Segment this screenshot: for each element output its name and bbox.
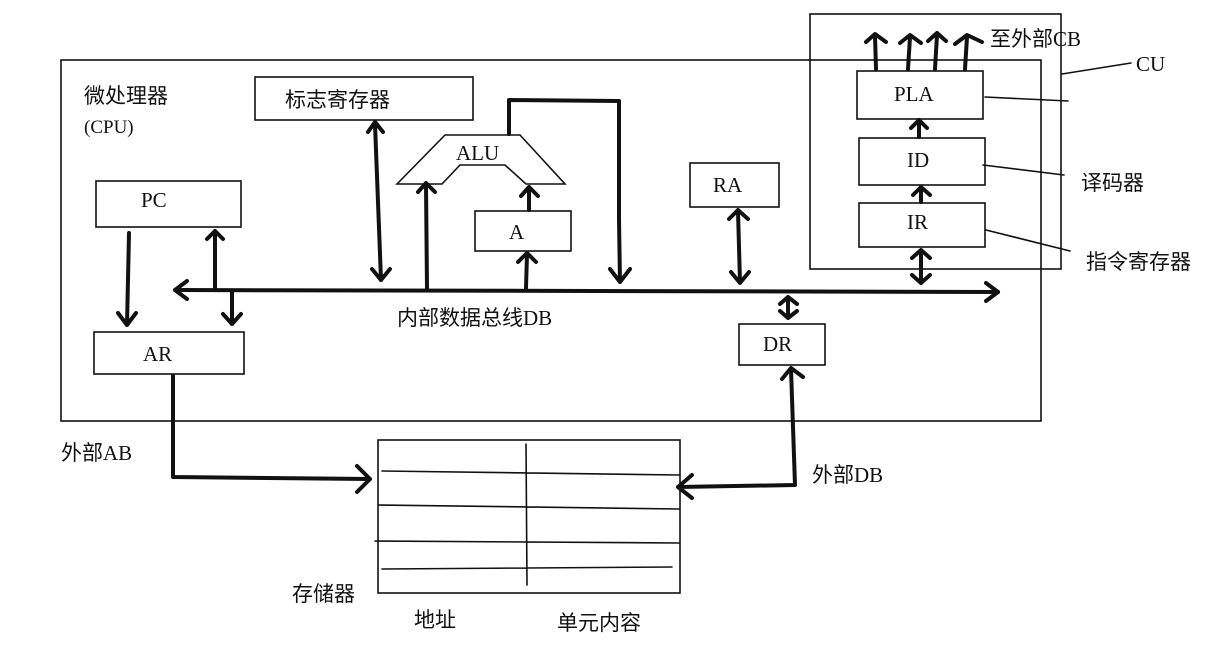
- internal-bus-arrowhead-right: [984, 281, 1000, 303]
- dr-box: [738, 323, 826, 366]
- memory-address-label: 地址: [414, 608, 456, 632]
- ra-bus-arrow: [727, 208, 751, 285]
- bus-to-a-arrow: [516, 251, 538, 290]
- cu-frame: [809, 13, 1062, 270]
- alu-label: ALU: [456, 141, 499, 165]
- pla-to-cb-arrows: [864, 31, 984, 71]
- external-ab-label: 外部AB: [61, 441, 132, 465]
- internal-bus-line: [173, 288, 1000, 294]
- internal-bus-arrowhead-left: [173, 279, 189, 301]
- ar-label: AR: [143, 342, 172, 366]
- pla-callout-line: [984, 96, 1069, 102]
- memory-grid: [374, 443, 680, 586]
- bus-to-alu-arrow: [416, 181, 437, 291]
- cu-callout-line: [1061, 62, 1132, 75]
- ir-to-id-arrow: [911, 185, 932, 204]
- memory-content-label: 单元内容: [557, 611, 641, 635]
- bus-to-pc-arrow: [205, 229, 225, 290]
- id-to-pla-arrow: [909, 118, 929, 139]
- bus-to-ar-arrow: [221, 290, 243, 326]
- pla-label: PLA: [894, 82, 935, 106]
- ra-box: [689, 162, 780, 208]
- pc-to-ar-arrow: [116, 231, 138, 327]
- alu-output-arrow: [507, 98, 632, 284]
- cu-label: CU: [1136, 52, 1165, 76]
- decoder-label: 译码器: [1081, 171, 1144, 195]
- flags-register-box: [254, 76, 474, 121]
- a-register-label: A: [509, 220, 525, 244]
- ir-label: IR: [907, 210, 928, 234]
- a-to-alu-arrow: [519, 185, 540, 212]
- a-register-box: [474, 210, 572, 252]
- memory-box: [377, 439, 681, 594]
- ra-label: RA: [713, 173, 743, 197]
- id-label: ID: [907, 148, 929, 172]
- decoder-callout-line: [982, 164, 1065, 176]
- pc-label: PC: [141, 188, 167, 212]
- external-db-arrow: [676, 366, 805, 500]
- ir-callout-line: [985, 229, 1071, 252]
- ar-box: [93, 331, 245, 375]
- pc-box: [95, 180, 242, 228]
- instruction-register-label: 指令寄存器: [1086, 250, 1191, 274]
- external-db-label: 外部DB: [812, 463, 883, 487]
- dr-label: DR: [763, 332, 792, 356]
- external-ab-arrow: [171, 374, 372, 494]
- cpu-title: 微处理器: [84, 84, 168, 108]
- alu-shape: [395, 134, 567, 185]
- dr-bus-arrow: [778, 295, 799, 320]
- internal-bus-label: 内部数据总线DB: [397, 306, 552, 330]
- to-external-cb-label: 至外部CB: [990, 27, 1081, 51]
- memory-label: 存储器: [292, 582, 355, 606]
- ir-bus-arrow: [910, 248, 932, 285]
- cpu-frame: [60, 59, 1042, 422]
- flags-register-label: 标志寄存器: [285, 88, 390, 112]
- flags-bus-arrow: [366, 120, 392, 282]
- pla-box: [856, 70, 984, 120]
- cpu-subtitle: (CPU): [84, 117, 134, 138]
- id-box: [858, 137, 986, 186]
